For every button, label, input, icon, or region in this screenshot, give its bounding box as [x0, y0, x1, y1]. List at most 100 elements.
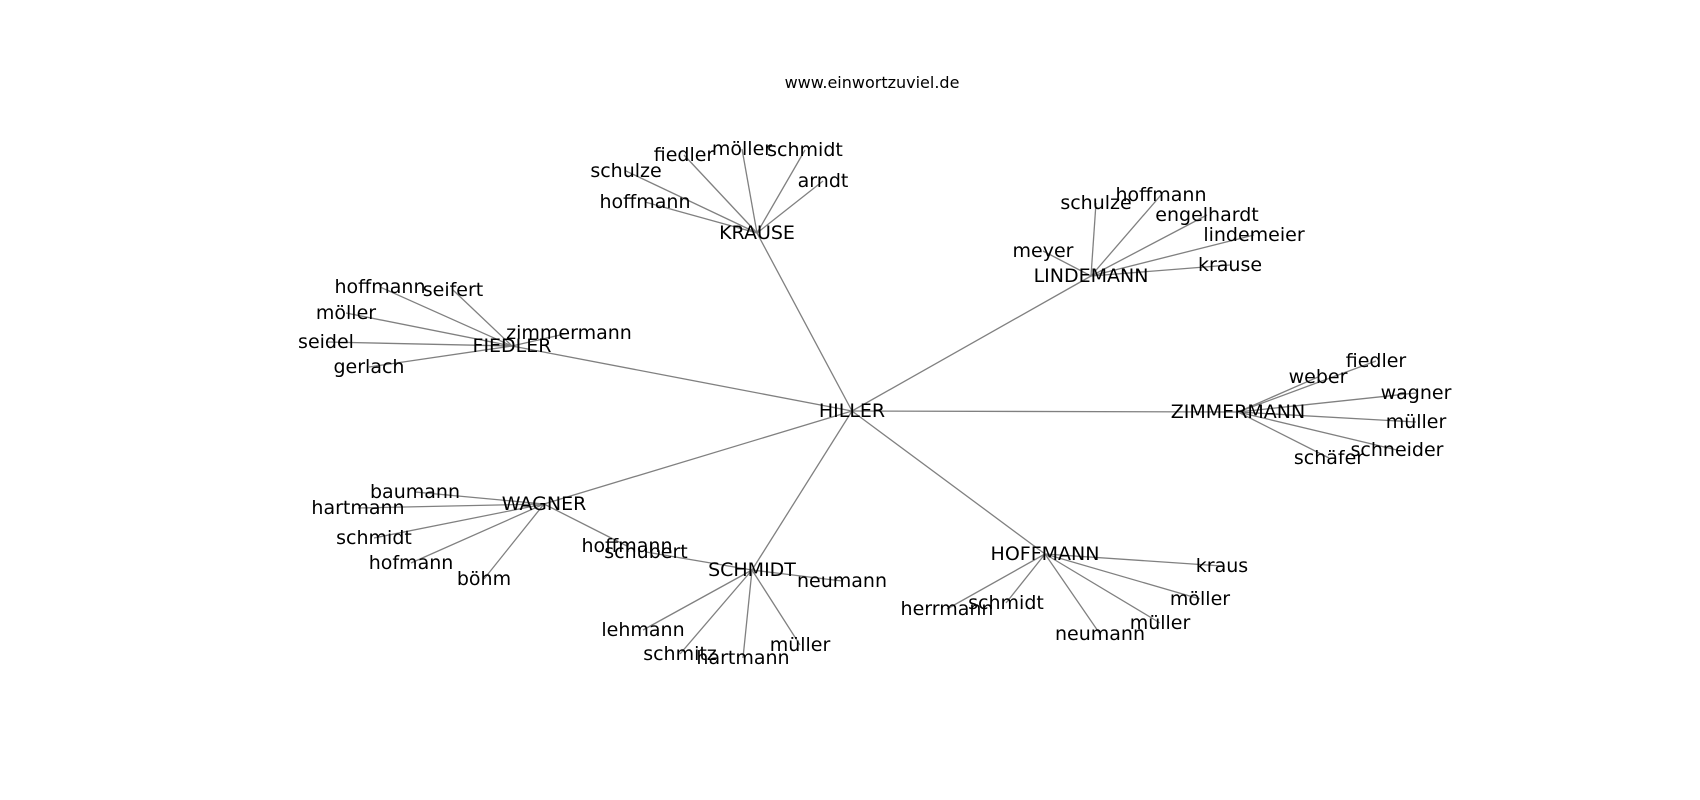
leaf-node-label: möller [1170, 588, 1230, 610]
leaf-node-label: hofmann [369, 552, 454, 574]
edge-hub-leaf [679, 569, 753, 655]
leaf-node-label: müller [770, 634, 831, 656]
edge-root-hub [511, 345, 853, 412]
leaf-node-label: meyer [1013, 240, 1074, 262]
edge-hub-leaf [1042, 250, 1092, 277]
leaf-node-label: schneider [1351, 439, 1444, 461]
hub-node-label: ZIMMERMANN [1171, 401, 1305, 423]
leaf-node-label: hoffmann [1116, 184, 1207, 206]
edge-hub-leaf [452, 289, 513, 347]
edge-hub-leaf [946, 553, 1046, 610]
edge-hub-leaf [379, 286, 513, 347]
leaf-node-label: lindemeier [1203, 224, 1305, 246]
leaf-node-label: böhm [457, 568, 511, 590]
leaf-node-label: neumann [1055, 623, 1145, 645]
graph-labels: HILLERKRAUSEschulzefiedlermöllerschmidta… [298, 138, 1452, 669]
leaf-node-label: schulze [1060, 192, 1131, 214]
edge-hub-leaf [368, 345, 513, 368]
leaf-node-label: hartmann [311, 497, 404, 519]
leaf-node-label: schmidt [968, 592, 1044, 614]
leaf-node-label: schmitz [643, 643, 717, 665]
edge-hub-leaf [511, 332, 570, 347]
hub-node-label: HOFFMANN [991, 543, 1100, 565]
edge-root-hub [851, 275, 1092, 412]
leaf-node-label: baumann [370, 481, 460, 503]
edge-hub-leaf [345, 312, 513, 347]
edge-root-hub [751, 410, 853, 571]
leaf-node-label: schmidt [336, 527, 412, 549]
leaf-node-label: müller [1130, 612, 1191, 634]
leaf-node-label: seidel [298, 331, 354, 353]
leaf-node-label: fiedler [654, 144, 715, 166]
edge-hub-leaf [1237, 411, 1398, 451]
graph-edges [325, 148, 1417, 659]
leaf-node-label: hoffmann [600, 191, 691, 213]
edge-hub-leaf [1044, 553, 1223, 567]
edge-hub-leaf [1090, 194, 1162, 277]
hub-node-label: SCHMIDT [708, 559, 796, 581]
edge-hub-leaf [1005, 553, 1046, 604]
root-node-label: HILLER [819, 400, 885, 422]
edge-hub-leaf [1044, 553, 1201, 600]
leaf-node-label: weber [1289, 366, 1348, 388]
edge-hub-leaf [325, 341, 513, 347]
edge-hub-leaf [756, 180, 824, 234]
edge-hub-leaf [741, 148, 758, 234]
edge-hub-leaf [625, 170, 758, 234]
hub-node-label: KRAUSE [719, 222, 795, 244]
leaf-node-label: fiedler [1346, 350, 1407, 372]
edge-hub-leaf [1237, 411, 1417, 423]
hub-node-label: WAGNER [502, 493, 587, 515]
edge-hub-leaf [644, 201, 758, 234]
edge-hub-leaf [683, 154, 758, 234]
leaf-node-label: arndt [798, 170, 849, 192]
edge-hub-leaf [751, 569, 801, 646]
leaf-node-label: kraus [1196, 555, 1248, 577]
edge-hub-leaf [1090, 214, 1208, 277]
edge-hub-leaf [756, 149, 806, 234]
edge-hub-leaf [742, 569, 753, 659]
leaf-node-label: zimmermann [506, 322, 632, 344]
page-title: www.einwortzuviel.de [785, 73, 960, 92]
edge-root-hub [756, 232, 853, 412]
edge-hub-leaf [645, 551, 753, 571]
edge-hub-leaf [1090, 264, 1231, 277]
leaf-node-label: lehmann [601, 619, 684, 641]
leaf-node-label: schäfer [1294, 447, 1364, 469]
leaf-node-label: müller [1386, 411, 1447, 433]
leaf-node-label: hoffmann [582, 535, 673, 557]
leaf-node-label: herrmann [901, 598, 994, 620]
leaf-node-label: hoffmann [335, 276, 426, 298]
hub-node-label: FIEDLER [473, 335, 552, 357]
edge-hub-leaf [414, 491, 545, 505]
edge-hub-leaf [543, 503, 628, 547]
edge-hub-leaf [1237, 360, 1377, 413]
edge-root-hub [851, 410, 1239, 413]
leaf-node-label: möller [712, 138, 772, 160]
edge-hub-leaf [1237, 392, 1417, 413]
edge-hub-leaf [1044, 553, 1161, 624]
edge-hub-leaf [1237, 411, 1330, 459]
leaf-node-label: seifert [423, 279, 484, 301]
edge-hub-leaf [1090, 234, 1255, 277]
edge-hub-leaf [373, 503, 545, 539]
hub-node-label: LINDEMANN [1034, 265, 1149, 287]
leaf-node-label: wagner [1381, 382, 1452, 404]
edge-root-hub [543, 410, 853, 505]
edge-hub-leaf [1044, 553, 1101, 635]
leaf-node-label: schmidt [767, 139, 843, 161]
edge-hub-leaf [1090, 202, 1097, 277]
edge-hub-leaf [357, 503, 545, 509]
leaf-node-label: krause [1198, 254, 1262, 276]
leaf-node-label: schubert [604, 541, 687, 563]
leaf-node-label: gerlach [334, 356, 405, 378]
leaf-node-label: hartmann [696, 647, 789, 669]
leaf-node-label: möller [316, 302, 376, 324]
edge-hub-leaf [751, 569, 843, 582]
leaf-node-label: neumann [797, 570, 887, 592]
edge-hub-leaf [642, 569, 753, 631]
leaf-node-label: schulze [590, 160, 661, 182]
edge-hub-leaf [1237, 376, 1319, 413]
edge-hub-leaf [483, 503, 545, 580]
leaf-node-label: engelhardt [1155, 204, 1258, 226]
